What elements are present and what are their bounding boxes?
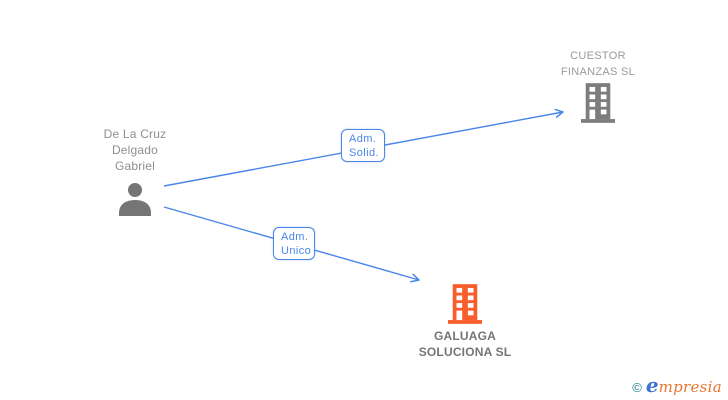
copyright-icon: ©: [632, 380, 642, 395]
company-name-line: FINANZAS SL: [560, 66, 636, 78]
brand-name: mpresia: [658, 378, 722, 396]
person-name-line: Gabriel: [114, 159, 156, 173]
company-name-line: CUESTOR: [570, 50, 626, 62]
person-name-line: De La Cruz: [103, 127, 167, 141]
person-node[interactable]: De La Cruz Delgado Gabriel: [75, 126, 195, 216]
edge-label-line: Adm.: [281, 231, 309, 243]
person-name: De La Cruz Delgado Gabriel: [75, 126, 195, 174]
empresia-logo[interactable]: © e mpresia: [632, 373, 722, 397]
building-icon-wrap: [540, 83, 656, 123]
person-name-line: Delgado: [111, 143, 159, 157]
edge-label-line: Unico: [281, 245, 312, 257]
edge-label-adm-unico[interactable]: Adm. Unico: [273, 227, 315, 260]
building-icon: [448, 284, 482, 324]
company-node-cuestor-finanzas[interactable]: CUESTOR FINANZAS SL: [540, 48, 656, 123]
company-name: GALUAGA SOLUCIONA SL: [407, 328, 523, 360]
brand-initial: e: [645, 373, 659, 397]
company-name: CUESTOR FINANZAS SL: [540, 48, 656, 80]
building-icon-wrap: [407, 284, 523, 324]
company-name-line: GALUAGA: [433, 329, 497, 343]
edge-label-adm-solid[interactable]: Adm. Solid.: [341, 129, 385, 162]
company-name-line: SOLUCIONA SL: [418, 345, 512, 359]
person-icon: [119, 183, 151, 216]
edge-label-line: Solid.: [349, 147, 379, 159]
edge-label-line: Adm.: [349, 133, 377, 145]
person-icon-wrap: [75, 182, 195, 216]
company-node-galuaga-soluciona[interactable]: GALUAGA SOLUCIONA SL: [407, 284, 523, 360]
building-icon: [581, 83, 615, 123]
